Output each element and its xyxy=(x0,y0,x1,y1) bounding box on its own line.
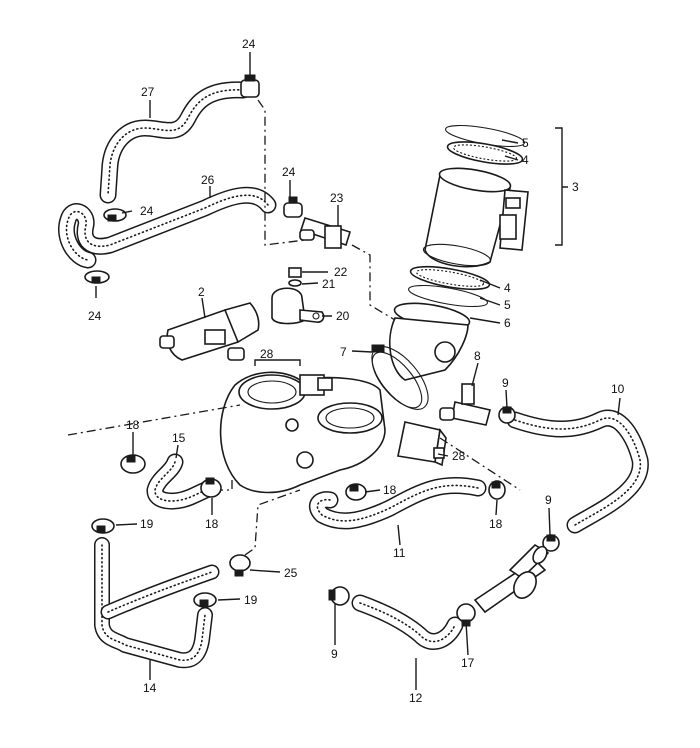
label-24-bottom: 24 xyxy=(88,309,102,323)
label-19-bottom: 19 xyxy=(244,593,258,607)
label-8: 8 xyxy=(474,349,481,363)
label-9-upper: 9 xyxy=(502,376,509,390)
clamp-24-mid[interactable] xyxy=(103,208,127,222)
clamp-25[interactable] xyxy=(229,554,251,577)
sensor-28[interactable] xyxy=(397,421,447,467)
throttle-housing[interactable] xyxy=(219,371,386,494)
clamp-18-left[interactable] xyxy=(120,454,146,474)
label-2: 2 xyxy=(198,285,205,299)
label-24-top: 24 xyxy=(242,37,256,51)
nut-22[interactable] xyxy=(288,267,302,278)
dash-line-25 xyxy=(244,489,301,556)
clamp-24-right[interactable] xyxy=(283,196,303,218)
clamp-24-bottom[interactable] xyxy=(84,270,110,284)
label-22: 22 xyxy=(334,265,348,279)
label-18-upper: 18 xyxy=(383,483,397,497)
t-piece-23[interactable] xyxy=(299,217,351,249)
dash-line-18-left xyxy=(67,404,241,436)
label-18-center: 18 xyxy=(205,517,219,531)
label-20: 20 xyxy=(336,309,350,323)
label-4-top: 4 xyxy=(522,153,529,167)
clamp-18-right[interactable] xyxy=(488,480,506,500)
label-27: 27 xyxy=(141,85,155,99)
dash-line-28-right xyxy=(439,437,521,491)
label-18-left: 18 xyxy=(126,418,140,432)
clamp-18-center[interactable] xyxy=(200,477,222,498)
dash-line-23-6 xyxy=(351,244,396,321)
air-flow-meter-3[interactable] xyxy=(422,164,529,270)
clamp-9-upper[interactable] xyxy=(498,406,516,424)
valve-17-assembly[interactable] xyxy=(473,543,550,614)
label-11: 11 xyxy=(393,546,406,560)
seal-4-top[interactable] xyxy=(446,138,524,169)
clamp-19-top[interactable] xyxy=(91,518,115,534)
clamp-19-bottom[interactable] xyxy=(193,592,217,608)
hose-11[interactable] xyxy=(309,476,487,530)
label-9-right: 9 xyxy=(545,493,552,507)
label-5-bottom: 5 xyxy=(504,298,511,312)
label-5-top: 5 xyxy=(522,136,529,150)
hose-15[interactable] xyxy=(146,453,219,510)
hose-12[interactable] xyxy=(351,594,464,650)
sealing-ring-5-bottom[interactable] xyxy=(407,281,489,311)
dash-line-15-housing xyxy=(220,480,233,491)
clamp-24-top[interactable] xyxy=(240,74,260,98)
leader-lines xyxy=(95,52,621,690)
label-24-right: 24 xyxy=(282,165,296,179)
valve-8[interactable] xyxy=(439,383,491,426)
label-6: 6 xyxy=(504,316,511,330)
clamp-9-lower[interactable] xyxy=(328,586,350,606)
hose-26[interactable] xyxy=(58,186,277,269)
label-18-right: 18 xyxy=(489,517,503,531)
label-9-lower: 9 xyxy=(331,647,338,661)
washer-21[interactable] xyxy=(288,279,302,287)
label-26: 26 xyxy=(201,173,215,187)
clamp-9-right[interactable] xyxy=(542,534,560,552)
clamp-18-upper[interactable] xyxy=(345,483,367,501)
label-10: 10 xyxy=(611,382,625,396)
label-28-right: 28 xyxy=(452,449,466,463)
hose-clamp-7[interactable] xyxy=(362,337,438,418)
label-25: 25 xyxy=(284,566,298,580)
idle-speed-actuator-2[interactable] xyxy=(159,302,260,361)
hose-10[interactable] xyxy=(506,409,649,534)
dash-line-24-26 xyxy=(257,99,306,246)
hose-27[interactable] xyxy=(99,81,252,204)
label-17: 17 xyxy=(461,656,475,670)
label-15: 15 xyxy=(172,431,186,445)
bracket-28-top xyxy=(254,359,301,366)
label-7: 7 xyxy=(340,345,347,359)
label-19-top: 19 xyxy=(140,517,154,531)
bracket-3 xyxy=(555,127,568,246)
label-21: 21 xyxy=(322,277,336,291)
label-28-top: 28 xyxy=(260,347,274,361)
label-24-mid: 24 xyxy=(140,204,154,218)
intake-boot-6[interactable] xyxy=(389,299,472,381)
label-23: 23 xyxy=(330,191,344,205)
bracket-20[interactable] xyxy=(271,287,325,325)
hose-14[interactable] xyxy=(94,537,220,669)
label-3: 3 xyxy=(572,180,579,194)
label-12: 12 xyxy=(409,691,423,705)
label-14: 14 xyxy=(143,681,157,695)
label-4-bottom: 4 xyxy=(504,281,511,295)
seal-4-bottom[interactable] xyxy=(409,262,491,294)
